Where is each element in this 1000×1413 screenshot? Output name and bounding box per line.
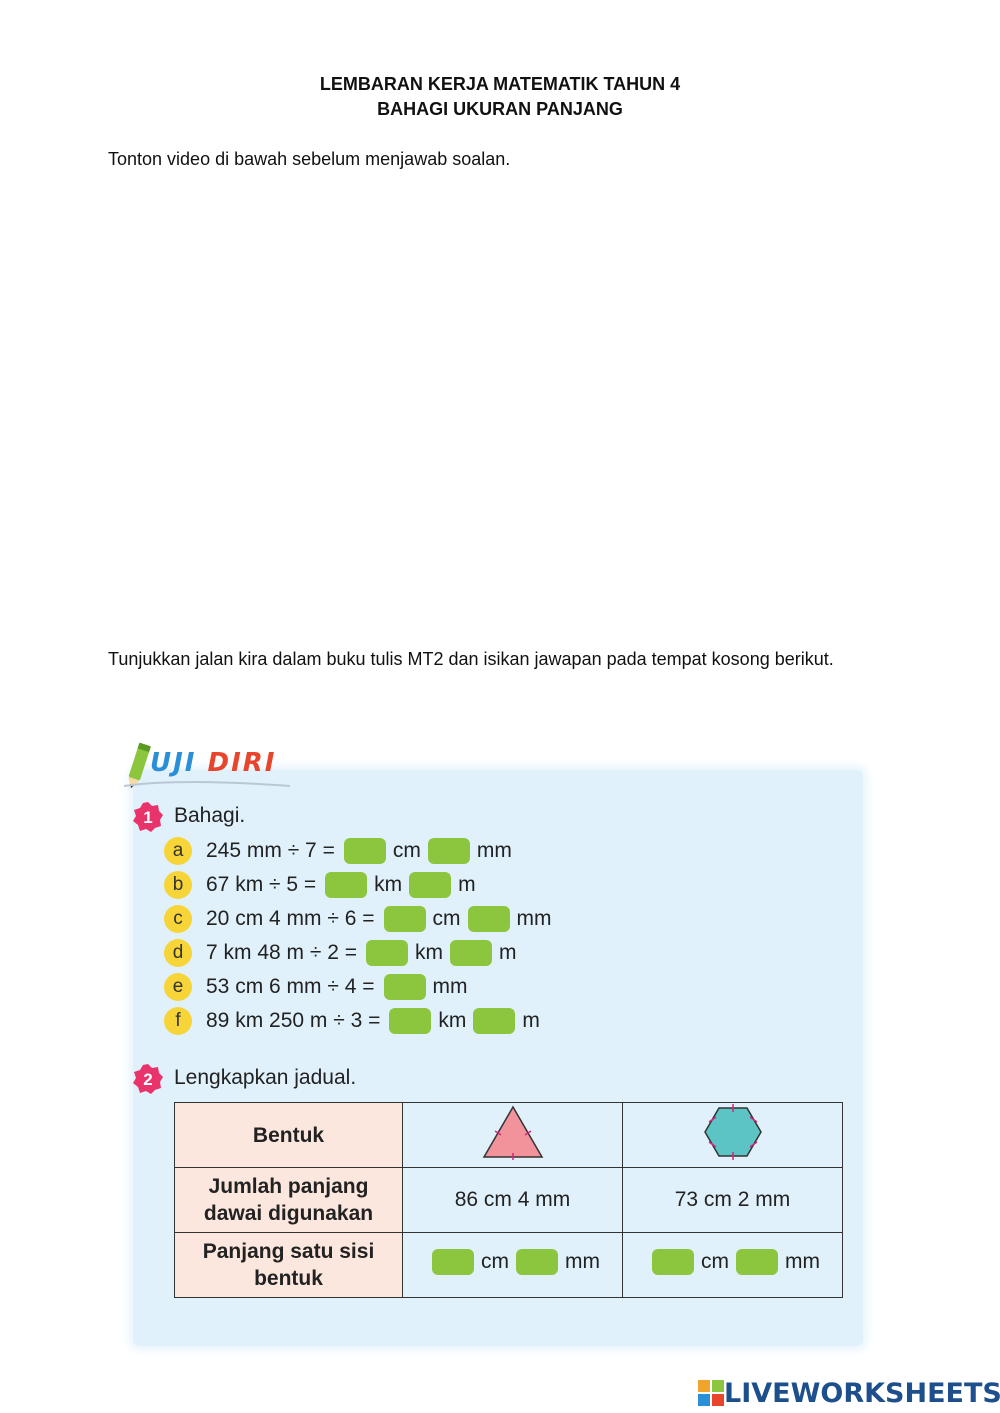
answer-hexagon-mm-input[interactable] [736,1249,778,1275]
task-instruction: Tunjukkan jalan kira dalam buku tulis MT… [108,649,834,669]
banner-word-diri: DIRI [207,748,277,778]
item-label-e: e [164,973,192,1001]
question-1-number-icon: 1 [133,802,163,832]
worksheet-title: LEMBARAN KERJA MATEMATIK TAHUN 4 [319,74,681,94]
answer-triangle-mm-input[interactable] [516,1249,558,1275]
unit-km: km [374,873,403,896]
question-2-heading: Lengkapkan jadual. [174,1066,357,1089]
question-1c-row: c 20 cm 4 mm ÷ 6 = cm mm [164,904,552,934]
question-1c-expression: 20 cm 4 mm ÷ 6 = [206,907,375,930]
unit-m: m [499,941,517,964]
answer-triangle-cm-input[interactable] [432,1249,474,1275]
item-label-b: b [164,871,192,899]
unit-m: m [458,873,476,896]
header-jumlah-panjang: Jumlah panjang dawai digunakan [174,1167,403,1233]
unit-km: km [415,941,443,964]
hexagon-icon [703,1104,762,1160]
table-row-side-length: Panjang satu sisi bentuk cm mm cm mm [174,1232,843,1298]
banner-word-uji: UJI [150,748,197,778]
pencil-icon [123,742,291,789]
item-label-d: d [164,939,192,967]
question-1f-row: f 89 km 250 m ÷ 3 = km m [164,1006,540,1036]
question-2-number-icon: 2 [133,1064,163,1094]
question-1d-expression: 7 km 48 m ÷ 2 = [206,941,357,964]
hexagon-side-answer: cm mm [622,1232,843,1298]
question-1a-expression: 245 mm ÷ 7 = [206,839,335,862]
answer-1c-mm-input[interactable] [467,906,510,932]
answer-1b-km-input[interactable] [325,872,368,898]
answer-1a-cm-input[interactable] [343,838,386,864]
unit-mm: mm [565,1250,600,1273]
liveworksheets-brand-text: LIVEWORKSHEETS [724,1377,1000,1409]
question-1e-row: e 53 cm 6 mm ÷ 4 = mm [164,972,468,1002]
answer-1f-km-input[interactable] [389,1008,432,1034]
unit-km: km [438,1009,467,1032]
liveworksheets-logo[interactable]: LIVEWORKSHEETS [698,1377,1000,1409]
answer-1d-km-input[interactable] [366,940,408,966]
answer-hexagon-cm-input[interactable] [652,1249,694,1275]
question-1b-expression: 67 km ÷ 5 = [206,873,317,896]
answer-1a-mm-input[interactable] [427,838,470,864]
header-line: dawai digunakan [203,1202,374,1225]
unit-mm: mm [476,839,512,862]
question-1f-expression: 89 km 250 m ÷ 3 = [206,1009,381,1032]
question-1a-row: a 245 mm ÷ 7 = cm mm [164,836,512,866]
hexagon-total-length: 73 cm 2 mm [622,1167,843,1233]
answer-1e-mm-input[interactable] [383,974,426,1000]
question-1e-expression: 53 cm 6 mm ÷ 4 = [206,975,375,998]
header-line: bentuk [254,1267,323,1290]
unit-mm: mm [785,1250,820,1273]
question-1-heading: Bahagi. [174,804,246,827]
triangle-cell [402,1102,623,1168]
question-1d-row: d 7 km 48 m ÷ 2 = km m [164,938,517,968]
triangle-icon [482,1105,543,1161]
svg-text:1: 1 [143,808,152,827]
unit-cm: cm [701,1250,729,1273]
svg-text:2: 2 [143,1070,152,1089]
item-label-f: f [164,1007,192,1035]
unit-cm: cm [392,839,421,862]
header-line: Jumlah panjang [208,1175,369,1198]
header-line: Panjang satu sisi [202,1240,375,1263]
triangle-total-length: 86 cm 4 mm [402,1167,623,1233]
answer-1c-cm-input[interactable] [383,906,426,932]
unit-cm: cm [481,1250,509,1273]
item-label-c: c [164,905,192,933]
question-1b-row: b 67 km ÷ 5 = km m [164,870,476,900]
unit-cm: cm [432,907,461,930]
answer-1b-m-input[interactable] [409,872,452,898]
table-row-shape: Bentuk [174,1102,843,1168]
header-panjang-sisi: Panjang satu sisi bentuk [174,1232,403,1298]
triangle-side-answer: cm mm [402,1232,623,1298]
answer-1f-m-input[interactable] [473,1008,516,1034]
uji-diri-banner: UJI DIRI [150,748,276,778]
shape-table: Bentuk Jumlah panjang dawai di [174,1102,843,1298]
video-instruction: Tonton video di bawah sebelum menjawab s… [108,149,511,169]
unit-mm: mm [516,907,552,930]
item-label-a: a [164,837,192,865]
header-bentuk: Bentuk [174,1102,403,1168]
table-row-total-wire: Jumlah panjang dawai digunakan 86 cm 4 m… [174,1167,843,1233]
hexagon-cell [622,1102,843,1168]
unit-m: m [522,1009,540,1032]
answer-1d-m-input[interactable] [450,940,492,966]
worksheet-subtitle: BAHAGI UKURAN PANJANG [377,99,623,119]
unit-mm: mm [432,975,468,998]
liveworksheets-logo-icon [698,1380,724,1406]
